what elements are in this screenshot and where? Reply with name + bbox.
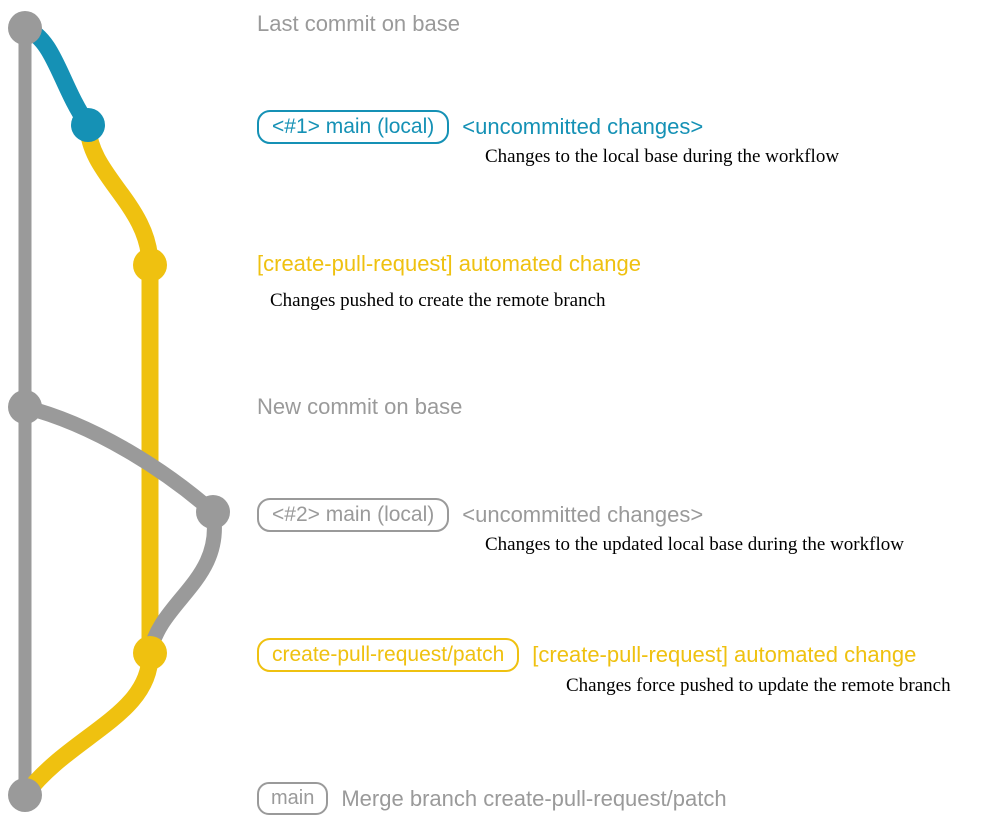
local-branch-line	[16, 19, 97, 134]
commit-subject: New commit on base	[257, 394, 463, 419]
commit-node-base-merge	[8, 778, 42, 812]
patch-lane-upper	[79, 116, 159, 662]
commit-description-patch-1: Changes pushed to create the remote bran…	[270, 290, 606, 311]
commit-row-local-1: <#1> main (local) <uncommitted changes>	[257, 110, 703, 144]
merge-line	[16, 644, 159, 804]
commit-row-base-new: New commit on base	[257, 396, 462, 418]
commit-node-patch-2	[133, 636, 167, 670]
commit-subject: Merge branch create-pull-request/patch	[341, 785, 727, 811]
commit-description-local-2: Changes to the updated local base during…	[485, 534, 904, 555]
commit-row-base-top: Last commit on base	[257, 13, 460, 35]
commit-row-local-2: <#2> main (local) <uncommitted changes>	[257, 498, 703, 532]
commit-node-patch-1	[133, 248, 167, 282]
commit-row-base-merge: main Merge branch create-pull-request/pa…	[257, 782, 727, 815]
commit-node-local-2	[196, 495, 230, 529]
commit-row-patch-1: [create-pull-request] automated change	[257, 253, 641, 275]
commit-subject: <uncommitted changes>	[462, 114, 704, 139]
commit-subject: <uncommitted changes>	[462, 502, 704, 527]
commit-row-patch-2: create-pull-request/patch [create-pull-r…	[257, 638, 916, 672]
branch-badge-main-local-1[interactable]: <#1> main (local)	[257, 110, 450, 144]
force-push-line	[142, 504, 222, 661]
commit-subject: Last commit on base	[257, 11, 460, 36]
branch-badge-create-pull-request-patch[interactable]: create-pull-request/patch	[257, 638, 520, 672]
commit-node-base-new	[8, 390, 42, 424]
commit-description-patch-2: Changes force pushed to update the remot…	[566, 675, 951, 696]
branch-badge-main[interactable]: main	[257, 782, 329, 815]
rebase-fork-line	[17, 399, 221, 520]
commit-node-base-top	[8, 11, 42, 45]
commit-description-local-1: Changes to the local base during the wor…	[485, 146, 840, 167]
branch-badge-main-local-2[interactable]: <#2> main (local)	[257, 498, 450, 532]
commit-subject: [create-pull-request] automated change	[257, 251, 642, 276]
commit-node-local-1	[71, 108, 105, 142]
commit-subject: [create-pull-request] automated change	[532, 642, 917, 667]
